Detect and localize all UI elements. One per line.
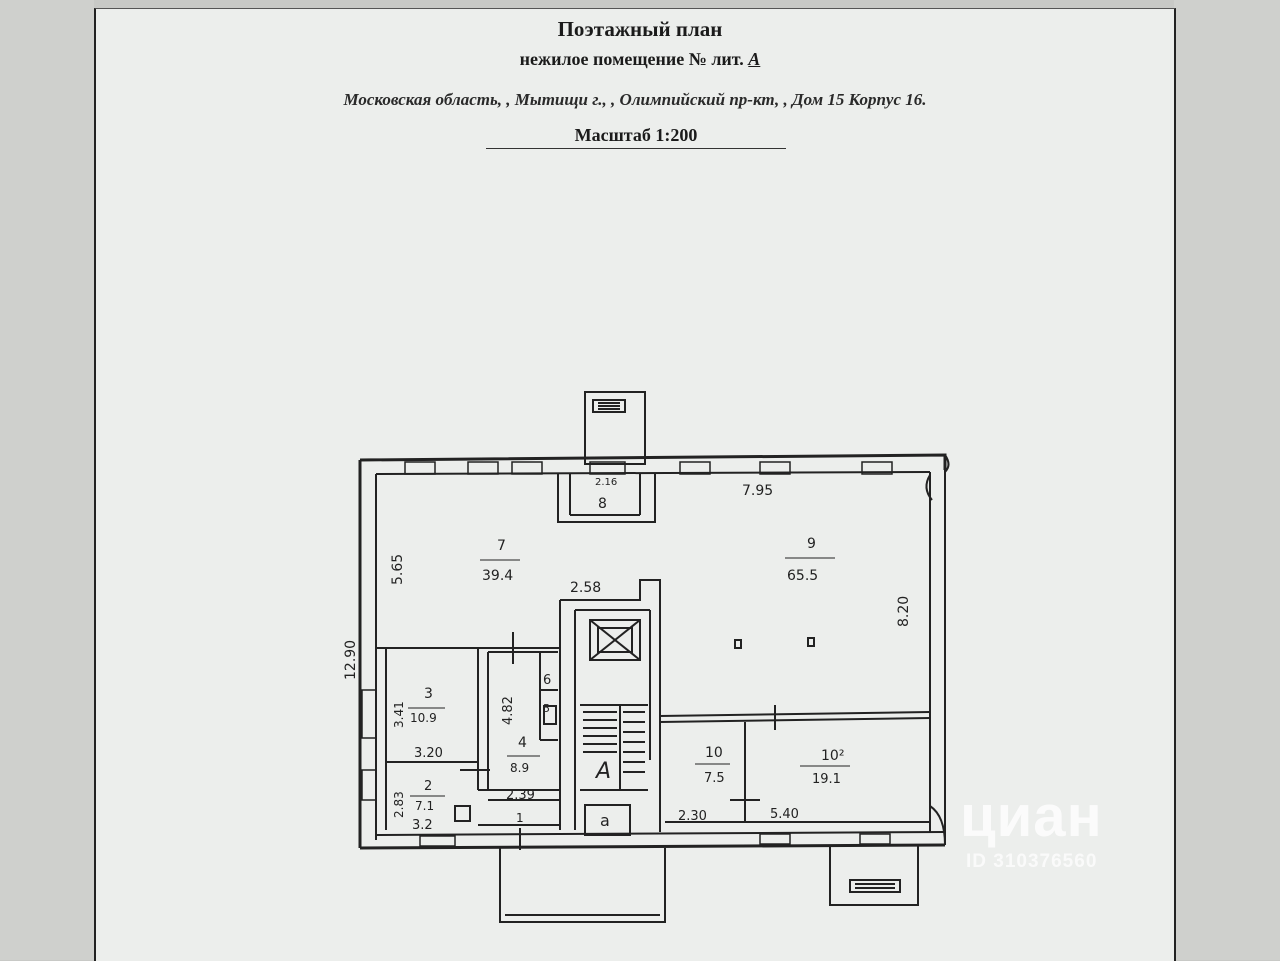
- room-8-number: 8: [598, 496, 607, 512]
- dim-2-39: 2.39: [506, 788, 535, 803]
- outer-wall-bottom: [359, 843, 946, 850]
- right-background: [1174, 0, 1280, 960]
- room-7-number: 7: [497, 538, 506, 554]
- subtitle-letter: А: [748, 49, 761, 69]
- dim-3-20: 3.20: [414, 746, 443, 761]
- room-10-area: 7.5: [704, 771, 725, 786]
- stair-block-wall: [560, 579, 661, 760]
- room-4-area: 8.9: [510, 761, 529, 775]
- watermark-id: ID 310376560: [966, 851, 1098, 872]
- wall-10-top: [659, 717, 931, 723]
- room-10b-area: 19.1: [812, 772, 841, 787]
- dim-4-82: 4.82: [501, 696, 516, 725]
- document-sheet: [94, 8, 1176, 961]
- dim-8-20: 8.20: [896, 596, 912, 627]
- dim-12-90: 12.90: [343, 640, 359, 680]
- document-subtitle: нежилое помещение № лит. А: [0, 49, 1280, 70]
- document-title: Поэтажный план: [557, 17, 723, 41]
- room-5-number: 5: [543, 702, 550, 715]
- room-9-number: 9: [807, 536, 816, 552]
- room-10b-number: 10²: [821, 748, 844, 764]
- dim-3-2: 3.2: [412, 818, 433, 833]
- room-8-walls: [557, 474, 656, 523]
- stair-label-a: А: [594, 759, 611, 784]
- left-background: [0, 0, 94, 960]
- watermark-logo: циан: [960, 784, 1103, 849]
- room-2-area: 7.1: [415, 799, 434, 813]
- room-4-number: 4: [518, 735, 527, 751]
- room-9-area: 65.5: [787, 568, 818, 584]
- dim-2-16: 2.16: [595, 477, 617, 488]
- top-ventilation-shaft: [584, 391, 646, 465]
- dim-5-40: 5.40: [770, 807, 799, 822]
- room-6-number: 6: [543, 673, 551, 688]
- top-vent-grille: [592, 399, 626, 413]
- outer-wall-top: [359, 453, 947, 470]
- bottom-entrance-porch: [499, 848, 666, 923]
- subtitle-text: нежилое помещение № лит.: [519, 49, 749, 69]
- dim-2-30: 2.30: [678, 809, 707, 824]
- document-scale: Масштаб 1:200: [486, 125, 786, 149]
- document-address: Московская область, , Мытищи г., , Олимп…: [343, 90, 927, 109]
- dim-7-95: 7.95: [742, 483, 773, 499]
- room-1-number: 1: [516, 811, 524, 825]
- room-3-area: 10.9: [410, 711, 437, 725]
- room-10-number: 10: [705, 745, 723, 761]
- bottom-right-vent: [829, 846, 919, 906]
- stair-label-a-lower: а: [600, 811, 610, 830]
- room-7-area: 39.4: [482, 568, 513, 584]
- dim-2-58: 2.58: [570, 580, 601, 596]
- staircase: [580, 704, 648, 791]
- room-2-number: 2: [424, 779, 432, 794]
- room-3-number: 3: [424, 686, 433, 702]
- elevator-shaft: [589, 619, 641, 661]
- room-a-entry: [584, 804, 631, 836]
- dim-2-83: 2.83: [392, 791, 406, 818]
- dim-3-41: 3.41: [392, 701, 406, 728]
- dim-5-65: 5.65: [390, 554, 406, 585]
- cian-watermark: циан ID 310376560: [960, 783, 1160, 883]
